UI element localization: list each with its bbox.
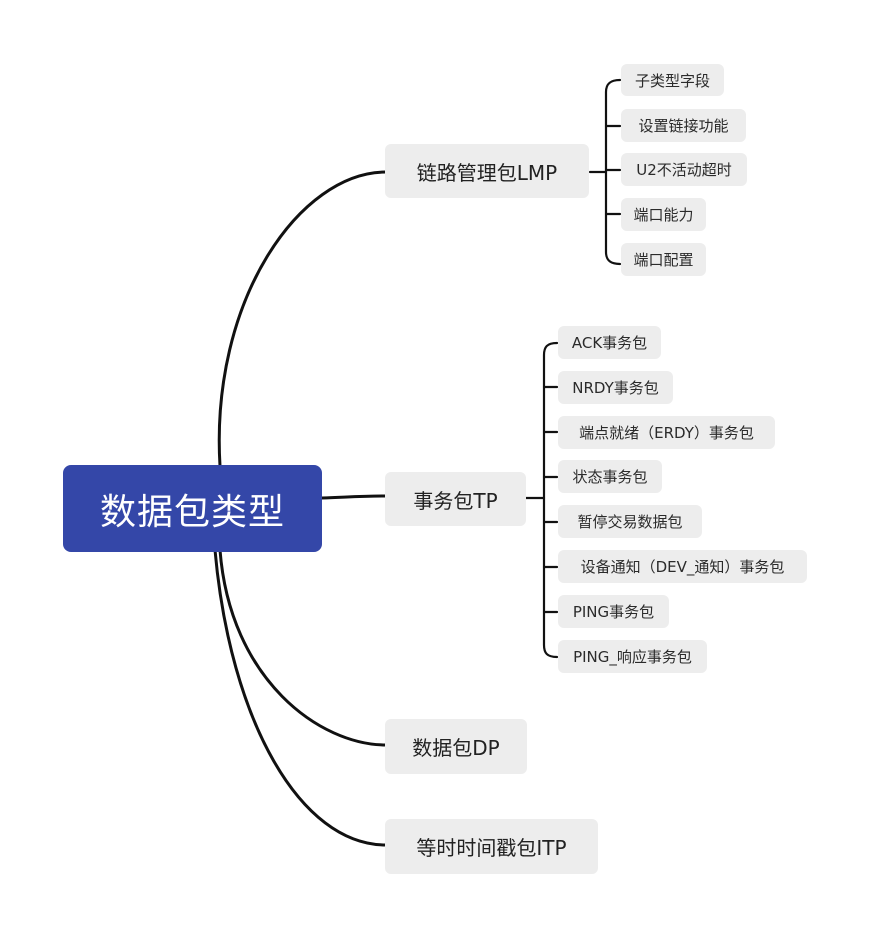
- root-node[interactable]: 数据包类型: [63, 465, 322, 552]
- leaf-lmp-u2-inactivity-timeout[interactable]: U2不活动超时: [621, 153, 747, 186]
- leaf-lmp-subtype-field[interactable]: 子类型字段: [621, 64, 724, 96]
- leaf-label: PING_响应事务包: [573, 648, 692, 666]
- leaf-tp-dev-notification[interactable]: 设备通知（DEV_通知）事务包: [558, 550, 807, 583]
- branch-dp-label: 数据包DP: [412, 736, 500, 760]
- leaf-label: PING事务包: [572, 603, 655, 621]
- leaf-lmp-port-capability[interactable]: 端口能力: [621, 198, 706, 231]
- connector-root-dp: [218, 548, 388, 747]
- leaf-tp-ping[interactable]: PING事务包: [558, 595, 669, 628]
- leaf-label: U2不活动超时: [636, 161, 732, 179]
- leaf-label: 端口配置: [633, 251, 694, 269]
- leaf-label: 子类型字段: [634, 71, 710, 90]
- leaf-tp-ping-response[interactable]: PING_响应事务包: [558, 640, 707, 673]
- branch-lmp-label: 链路管理包LMP: [416, 160, 558, 185]
- branch-tp[interactable]: 事务包TP: [385, 472, 526, 526]
- leaf-label: ACK事务包: [571, 334, 648, 352]
- leaf-label: 设置链接功能: [638, 117, 729, 135]
- leaf-tp-pause-data[interactable]: 暂停交易数据包: [558, 505, 702, 538]
- connector-lmp-bracket: [604, 78, 622, 266]
- leaf-label: NRDY事务包: [572, 379, 659, 397]
- leaf-lmp-port-config[interactable]: 端口配置: [621, 243, 706, 276]
- branch-dp[interactable]: 数据包DP: [385, 719, 527, 774]
- branch-itp-label: 等时时间戳包ITP: [416, 836, 567, 860]
- leaf-tp-ack[interactable]: ACK事务包: [558, 326, 661, 359]
- leaf-label: 端口能力: [633, 206, 694, 224]
- root-node-label: 数据包类型: [99, 491, 285, 533]
- connector-root-lmp: [217, 170, 388, 468]
- leaf-label: 端点就绪（ERDY）事务包: [579, 424, 754, 442]
- branch-lmp[interactable]: 链路管理包LMP: [385, 144, 589, 198]
- leaf-label: 暂停交易数据包: [577, 513, 683, 531]
- connector-root-itp: [213, 548, 388, 847]
- leaf-tp-nrdy[interactable]: NRDY事务包: [558, 371, 673, 404]
- connector-root-tp: [320, 494, 388, 500]
- leaf-lmp-set-link-function[interactable]: 设置链接功能: [621, 109, 746, 142]
- leaf-label: 状态事务包: [572, 468, 648, 486]
- leaf-label: 设备通知（DEV_通知）事务包: [580, 558, 785, 576]
- branch-tp-label: 事务包TP: [413, 488, 498, 513]
- leaf-tp-erdy[interactable]: 端点就绪（ERDY）事务包: [558, 416, 775, 449]
- leaf-tp-status[interactable]: 状态事务包: [558, 460, 662, 493]
- branch-itp[interactable]: 等时时间戳包ITP: [385, 819, 598, 874]
- connector-tp-bracket: [542, 341, 559, 659]
